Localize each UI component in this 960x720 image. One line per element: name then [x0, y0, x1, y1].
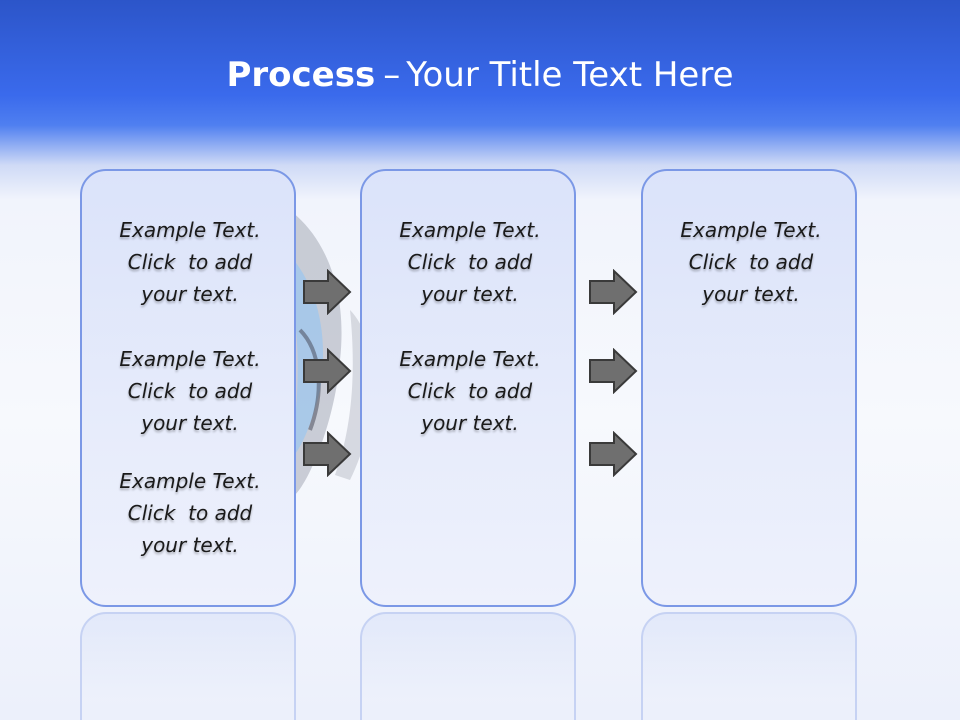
- arrow-right-icon[interactable]: [588, 269, 638, 315]
- text-line: your text.: [141, 282, 239, 306]
- arrow-right-icon[interactable]: [588, 431, 638, 477]
- text-line: Click to add: [127, 501, 253, 525]
- title-bold: Process: [226, 55, 376, 95]
- text-line: your text.: [141, 411, 239, 435]
- text-line: Example Text.: [399, 347, 541, 371]
- text-line: your text.: [702, 282, 800, 306]
- text-placeholder[interactable]: Example Text. Click to add your text.: [82, 465, 298, 561]
- text-placeholder[interactable]: Example Text. Click to add your text.: [362, 214, 578, 310]
- arrow-right-icon[interactable]: [302, 431, 352, 477]
- text-line: Click to add: [127, 250, 253, 274]
- process-box-2[interactable]: Example Text. Click to add your text. Ex…: [360, 169, 576, 607]
- text-line: Example Text.: [119, 469, 261, 493]
- process-box-3[interactable]: Example Text. Click to add your text.: [641, 169, 857, 607]
- box-reflection: [80, 612, 296, 720]
- text-placeholder[interactable]: Example Text. Click to add your text.: [643, 214, 859, 310]
- text-line: your text.: [141, 533, 239, 557]
- text-placeholder[interactable]: Example Text. Click to add your text.: [82, 343, 298, 439]
- arrow-right-icon[interactable]: [302, 269, 352, 315]
- text-placeholder[interactable]: Example Text. Click to add your text.: [362, 343, 578, 439]
- header-band: Process–Your Title Text Here: [0, 0, 960, 150]
- arrow-right-icon[interactable]: [588, 348, 638, 394]
- slide-title[interactable]: Process–Your Title Text Here: [0, 52, 960, 98]
- title-dash: –: [383, 55, 401, 95]
- text-line: Click to add: [127, 379, 253, 403]
- text-line: Click to add: [407, 250, 533, 274]
- box-reflection: [360, 612, 576, 720]
- text-line: Example Text.: [399, 218, 541, 242]
- text-placeholder[interactable]: Example Text. Click to add your text.: [82, 214, 298, 310]
- box-reflection: [641, 612, 857, 720]
- process-box-1[interactable]: Example Text. Click to add your text. Ex…: [80, 169, 296, 607]
- text-line: Example Text.: [119, 218, 261, 242]
- text-line: Click to add: [407, 379, 533, 403]
- title-rest: Your Title Text Here: [406, 55, 734, 95]
- text-line: Click to add: [688, 250, 814, 274]
- text-line: Example Text.: [680, 218, 822, 242]
- text-line: Example Text.: [119, 347, 261, 371]
- text-line: your text.: [421, 282, 519, 306]
- arrow-right-icon[interactable]: [302, 348, 352, 394]
- text-line: your text.: [421, 411, 519, 435]
